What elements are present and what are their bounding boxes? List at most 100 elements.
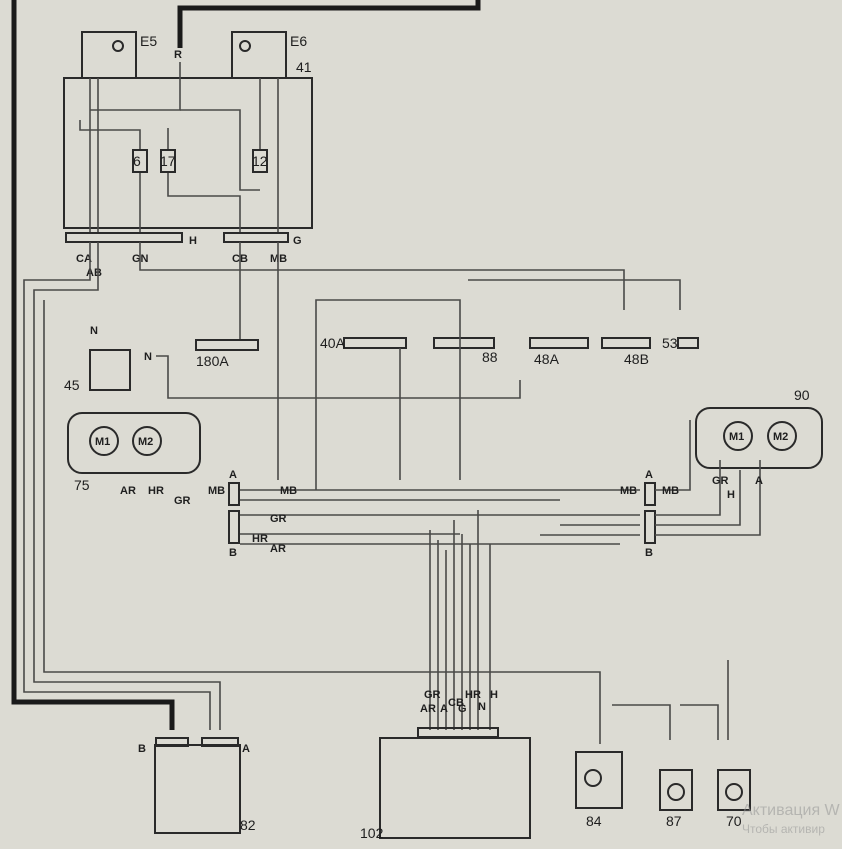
battery-wire [11, 0, 481, 730]
wire [655, 470, 741, 526]
label: MB [662, 485, 679, 497]
label: B [138, 743, 146, 755]
junction-b-right [644, 510, 656, 544]
label: 12 [252, 153, 268, 169]
connector-48a [529, 337, 589, 349]
label: 102 [360, 825, 384, 841]
connector-180a-id: 180A [196, 353, 229, 369]
label: GR [712, 475, 729, 487]
junction-a-right [644, 482, 656, 506]
bulb-icon [584, 769, 602, 787]
label: CB [448, 697, 464, 709]
label: H [727, 489, 735, 501]
module-45 [89, 349, 131, 391]
label: GR [174, 495, 191, 507]
wire [612, 704, 671, 740]
relay-e6 [231, 31, 287, 79]
label: A [229, 469, 237, 481]
label: 53 [662, 335, 678, 351]
wire [167, 172, 241, 232]
label: 87 [666, 813, 682, 829]
connector-g [223, 232, 289, 243]
ignition-switch-82 [154, 744, 241, 834]
bulb-icon [725, 783, 743, 801]
connector-48b [601, 337, 651, 349]
label: M2 [138, 436, 153, 448]
label: HR [465, 689, 481, 701]
watermark-line1: Активация W [742, 802, 840, 819]
label: H [490, 689, 498, 701]
junction-b-left [228, 510, 240, 544]
relay-coil-icon [239, 40, 251, 52]
bulb-icon [667, 783, 685, 801]
label: N [90, 325, 98, 337]
lamp-70 [717, 769, 751, 811]
connector-h [65, 232, 183, 243]
connector-53 [677, 337, 699, 349]
label: G [458, 703, 467, 715]
wire [315, 299, 461, 490]
wire [43, 300, 601, 710]
label: M1 [95, 436, 110, 448]
wire [655, 460, 761, 536]
label: AR [420, 703, 436, 715]
label: 6 [133, 153, 141, 169]
label: B [645, 547, 653, 559]
label: B [229, 547, 237, 559]
label: 70 [726, 813, 742, 829]
relay-e6-id: E6 [290, 33, 307, 49]
motor-m1-icon [89, 426, 119, 456]
label: 82 [240, 817, 256, 833]
wire [33, 242, 221, 730]
wire [680, 704, 719, 740]
label: 17 [160, 153, 176, 169]
label: 40A [320, 335, 346, 351]
label: A [242, 743, 250, 755]
lamp-87 [659, 769, 693, 811]
connector-40a [343, 337, 407, 349]
label: M1 [729, 431, 744, 443]
label: MB [208, 485, 225, 497]
fuse-17: 17 [160, 149, 176, 173]
label: AR [270, 543, 286, 555]
connector-180a [195, 339, 259, 351]
label: MB [280, 485, 297, 497]
label: A [645, 469, 653, 481]
wire [23, 242, 211, 730]
lamp-84 [575, 751, 623, 809]
label: MB [620, 485, 637, 497]
label: A [440, 703, 448, 715]
motor-m2-icon [132, 426, 162, 456]
fuse-box-41: 41 E5 E6 R 6 17 12 H G [63, 31, 313, 247]
label: GR [270, 513, 287, 525]
wire [655, 460, 721, 516]
label: HR [148, 485, 164, 497]
label: CA [76, 253, 92, 265]
label: 45 [64, 377, 80, 393]
wire-label-r: R [174, 49, 182, 61]
label: M2 [773, 431, 788, 443]
right-mirror-90 [695, 407, 823, 469]
label: G [293, 235, 302, 247]
wire [79, 120, 141, 150]
fuse-12: 12 [252, 149, 268, 173]
junction-a-left [228, 482, 240, 506]
relay-e5 [81, 31, 137, 79]
label: 88 [482, 349, 498, 365]
relay-e5-id: E5 [140, 33, 157, 49]
label: 90 [794, 387, 810, 403]
label: N [478, 701, 486, 713]
fuse-6: 6 [132, 149, 148, 173]
wire [11, 0, 175, 730]
wire [655, 420, 691, 491]
relay-coil-icon [112, 40, 124, 52]
label: 75 [74, 477, 90, 493]
label: 48B [624, 351, 649, 367]
fuse-box-id: 41 [296, 59, 312, 75]
mirror-switch-102 [379, 737, 531, 839]
label: AR [120, 485, 136, 497]
label: HR [252, 533, 268, 545]
wire [180, 109, 260, 191]
watermark-line2: Чтобы активир [742, 822, 825, 836]
